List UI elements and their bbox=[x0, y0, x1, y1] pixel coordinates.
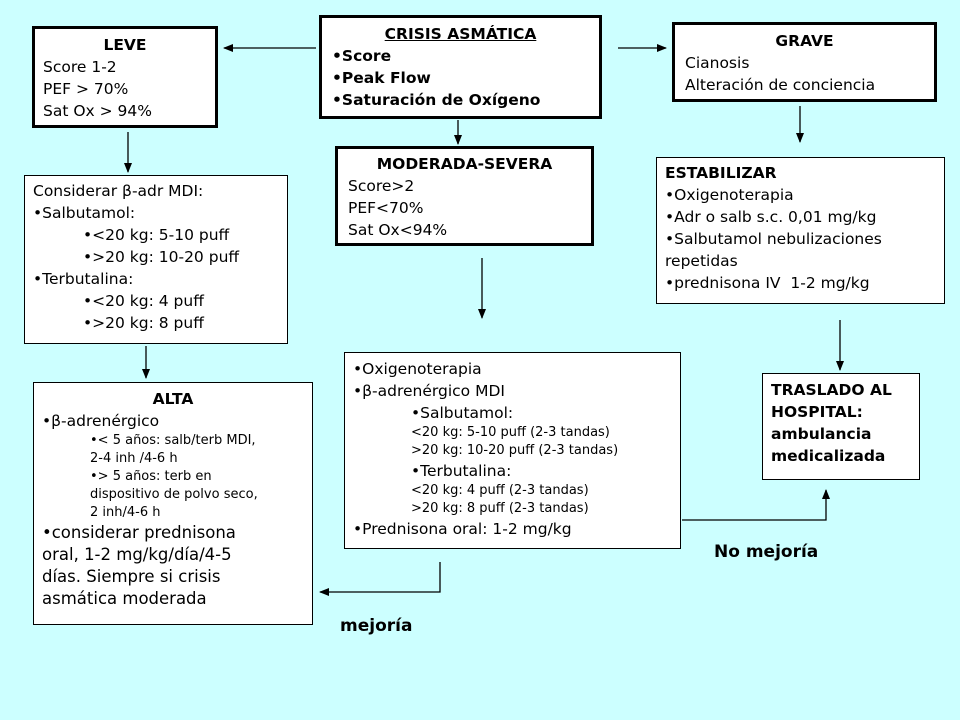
traslado-box: TRASLADO AL HOSPITAL: ambulancia medical… bbox=[762, 373, 920, 480]
leve-box: LEVE Score 1-2 PEF > 70% Sat Ox > 94% bbox=[32, 26, 218, 128]
arrow-no-mejoria bbox=[682, 489, 830, 521]
considerar-box: Considerar β-adr MDI: Salbutamol: <20 kg… bbox=[24, 175, 288, 344]
tratamiento-salb-dose-high: >20 kg: 10-20 puff (2-3 tandas) bbox=[411, 443, 619, 458]
tratamiento-oxigenoterapia: Oxigenoterapia bbox=[353, 358, 672, 380]
grave-box: GRAVE Cianosis Alteración de conciencia bbox=[672, 22, 937, 102]
crisis-asmatica-box: CRISIS ASMÁTICA Score Peak Flow Saturaci… bbox=[319, 15, 602, 119]
crisis-item-saturacion: Saturación de Oxígeno bbox=[332, 89, 589, 111]
grave-line-conciencia: Alteración de conciencia bbox=[685, 76, 876, 94]
alta-title: ALTA bbox=[152, 390, 194, 408]
tratamiento-box: Oxigenoterapia β-adrenérgico MDI Salbuta… bbox=[344, 352, 681, 549]
grave-title: GRAVE bbox=[775, 32, 834, 50]
alta-box: ALTA β-adrenérgico < 5 años: salb/terb M… bbox=[33, 382, 313, 625]
tratamiento-prednisona: Prednisona oral: 1-2 mg/kg bbox=[353, 518, 672, 540]
estabilizar-adr-salb: Adr o salb s.c. 0,01 mg/kg bbox=[665, 206, 936, 228]
moderada-severa-box: MODERADA-SEVERA Score>2 PEF<70% Sat Ox<9… bbox=[335, 146, 594, 246]
tratamiento-salbutamol: Salbutamol: bbox=[353, 402, 672, 424]
considerar-terb-dose-high: >20 kg: 8 puff bbox=[33, 312, 279, 334]
tratamiento-beta-mdi: β-adrenérgico MDI bbox=[353, 380, 672, 402]
considerar-terb-dose-low: <20 kg: 4 puff bbox=[33, 290, 279, 312]
alta-prednisona-line4: asmática moderada bbox=[42, 589, 207, 608]
traslado-line2: HOSPITAL: bbox=[771, 403, 863, 421]
alta-sub2-line3: 2 inh/4-6 h bbox=[90, 505, 161, 520]
alta-sub2-line1: > 5 años: terb en bbox=[42, 468, 304, 486]
leve-title: LEVE bbox=[103, 36, 147, 54]
no-mejoria-label: No mejoría bbox=[714, 542, 819, 562]
alta-sub1-line2: 2-4 inh /4-6 h bbox=[90, 451, 178, 466]
leve-line-satox: Sat Ox > 94% bbox=[43, 102, 153, 120]
grave-line-cianosis: Cianosis bbox=[685, 54, 750, 72]
leve-line-pef: PEF > 70% bbox=[43, 80, 129, 98]
considerar-intro: Considerar β-adr MDI: bbox=[33, 182, 204, 200]
crisis-title: CRISIS ASMÁTICA bbox=[384, 25, 537, 43]
traslado-line4: medicalizada bbox=[771, 447, 886, 465]
estabilizar-box: ESTABILIZAR Oxigenoterapia Adr o salb s.… bbox=[656, 157, 945, 304]
moderada-line-pef: PEF<70% bbox=[348, 199, 424, 217]
estabilizar-oxigenoterapia: Oxigenoterapia bbox=[665, 184, 936, 206]
moderada-title: MODERADA-SEVERA bbox=[376, 155, 553, 173]
arrow-mejoria bbox=[319, 562, 441, 596]
alta-sub2-line2: dispositivo de polvo seco, bbox=[90, 487, 258, 502]
tratamiento-terbutalina: Terbutalina: bbox=[353, 460, 672, 482]
estabilizar-title: ESTABILIZAR bbox=[665, 164, 777, 182]
tratamiento-salb-dose-low: <20 kg: 5-10 puff (2-3 tandas) bbox=[411, 425, 610, 440]
crisis-item-peak-flow: Peak Flow bbox=[332, 67, 589, 89]
moderada-line-satox: Sat Ox<94% bbox=[348, 221, 448, 239]
estabilizar-prednisona: prednisona IV 1-2 mg/kg bbox=[665, 272, 936, 294]
considerar-terbutalina: Terbutalina: bbox=[33, 268, 279, 290]
moderada-line-score: Score>2 bbox=[348, 177, 415, 195]
considerar-salb-dose-low: <20 kg: 5-10 puff bbox=[33, 224, 279, 246]
tratamiento-terb-dose-high: >20 kg: 8 puff (2-3 tandas) bbox=[411, 501, 589, 516]
alta-sub1-line1: < 5 años: salb/terb MDI, bbox=[42, 432, 304, 450]
considerar-salbutamol: Salbutamol: bbox=[33, 202, 279, 224]
alta-prednisona-line1: considerar prednisona bbox=[42, 522, 304, 544]
leve-line-score: Score 1-2 bbox=[43, 58, 117, 76]
mejoria-label: mejoría bbox=[340, 616, 413, 636]
traslado-line3: ambulancia bbox=[771, 425, 872, 443]
alta-beta: β-adrenérgico bbox=[42, 410, 304, 432]
estabilizar-repetidas: repetidas bbox=[665, 252, 738, 270]
estabilizar-salbutamol-neb: Salbutamol nebulizaciones bbox=[665, 228, 936, 250]
traslado-line1: TRASLADO AL bbox=[771, 381, 892, 399]
considerar-salb-dose-high: >20 kg: 10-20 puff bbox=[33, 246, 279, 268]
alta-prednisona-line2: oral, 1-2 mg/kg/día/4-5 bbox=[42, 545, 232, 564]
alta-prednisona-line3: días. Siempre si crisis bbox=[42, 567, 221, 586]
tratamiento-terb-dose-low: <20 kg: 4 puff (2-3 tandas) bbox=[411, 483, 589, 498]
crisis-item-score: Score bbox=[332, 45, 589, 67]
